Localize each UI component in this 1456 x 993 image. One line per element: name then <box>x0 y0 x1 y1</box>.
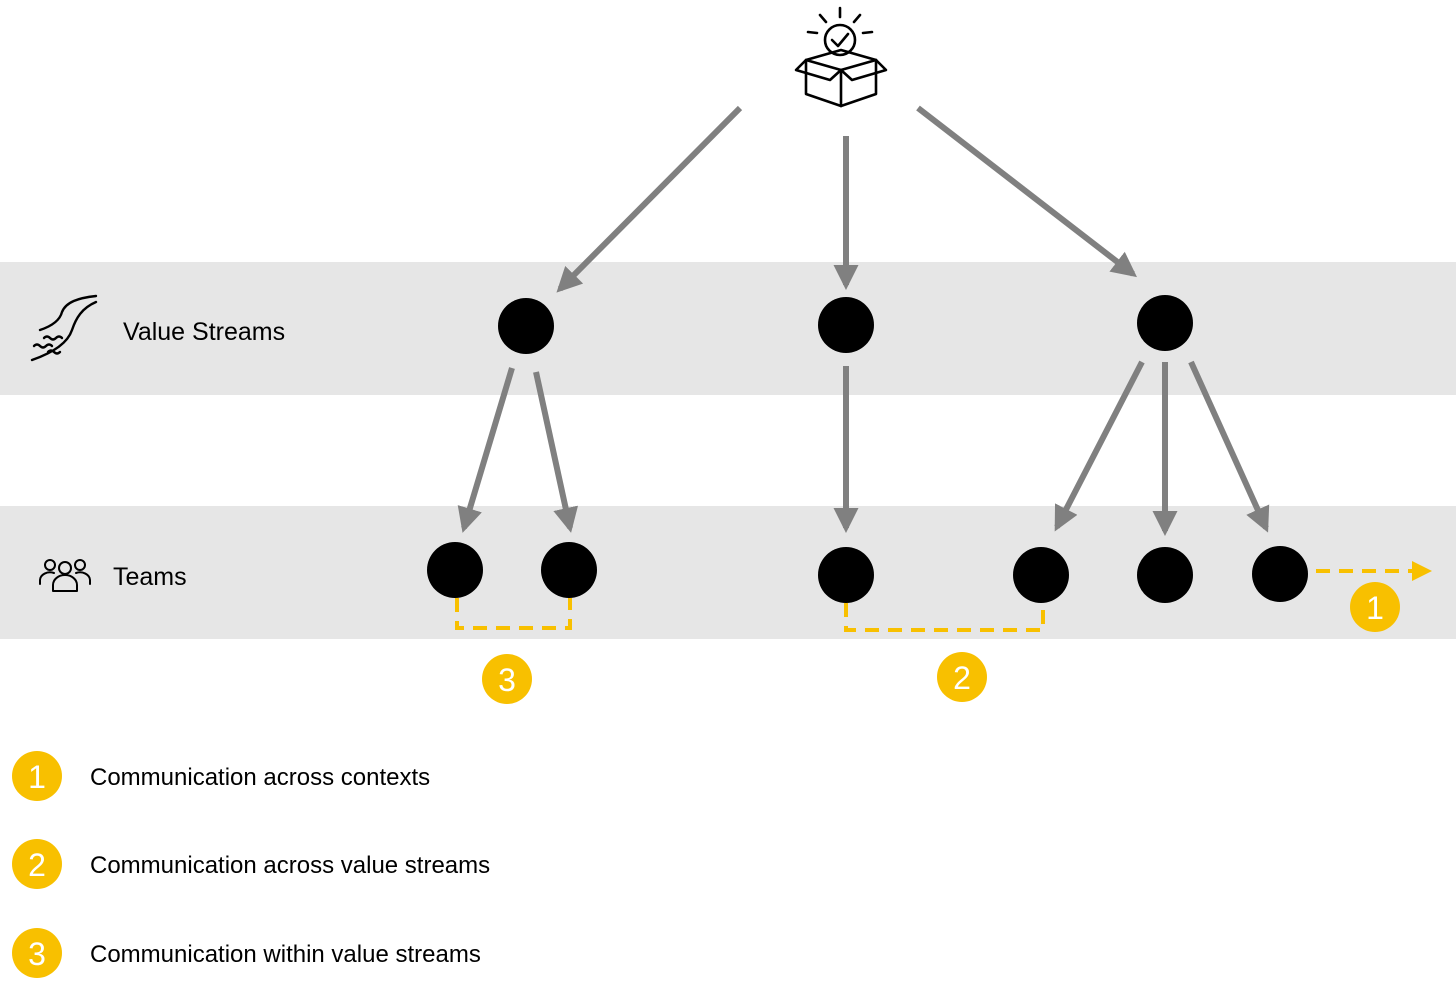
legend-item: 1 Communication across contexts <box>12 751 430 801</box>
svg-text:2: 2 <box>28 847 46 883</box>
team-node <box>1013 547 1069 603</box>
value-stream-node <box>818 297 874 353</box>
people-group-icon <box>39 559 91 592</box>
legend: 1 Communication across contexts 2 Commun… <box>12 751 490 978</box>
value-stream-node <box>498 298 554 354</box>
svg-text:1: 1 <box>1366 590 1384 626</box>
teams-lane <box>0 506 1456 639</box>
arrow-stream-1-to-team-2 <box>533 371 579 533</box>
team-node <box>427 542 483 598</box>
arrow-root-to-stream-3 <box>916 105 1137 278</box>
team-node <box>541 542 597 598</box>
svg-text:Communication across contexts: Communication across contexts <box>90 764 430 791</box>
arrow-stream-1-to-team-1 <box>457 367 515 533</box>
svg-text:3: 3 <box>498 662 516 698</box>
value-streams-lane <box>0 262 1456 395</box>
svg-text:3: 3 <box>28 936 46 972</box>
badge-across-value-streams: 2 <box>937 652 987 702</box>
across-value-streams-connector <box>844 603 1045 632</box>
arrow-stream-3-to-team-4 <box>1054 360 1145 532</box>
badge-within-value-streams: 3 <box>482 654 532 704</box>
river-icon <box>30 294 98 362</box>
arrow-stream-3-to-team-6 <box>1188 360 1270 533</box>
product-box-idea-icon <box>794 6 888 108</box>
team-node <box>818 547 874 603</box>
teams-label: Teams <box>113 563 187 591</box>
svg-text:Communication within value str: Communication within value streams <box>90 941 481 968</box>
svg-text:Communication across value str: Communication across value streams <box>90 852 490 879</box>
team-node <box>1252 546 1308 602</box>
svg-text:1: 1 <box>28 759 46 795</box>
badge-across-contexts: 1 <box>1350 582 1400 632</box>
svg-text:2: 2 <box>953 660 971 696</box>
value-stream-node <box>1137 295 1193 351</box>
team-node <box>1137 547 1193 603</box>
hierarchy-arrows <box>457 105 1270 537</box>
arrow-root-to-stream-1 <box>556 105 743 293</box>
legend-item: 3 Communication within value streams <box>12 928 481 978</box>
legend-item: 2 Communication across value streams <box>12 839 490 889</box>
value-streams-label: Value Streams <box>123 318 285 346</box>
